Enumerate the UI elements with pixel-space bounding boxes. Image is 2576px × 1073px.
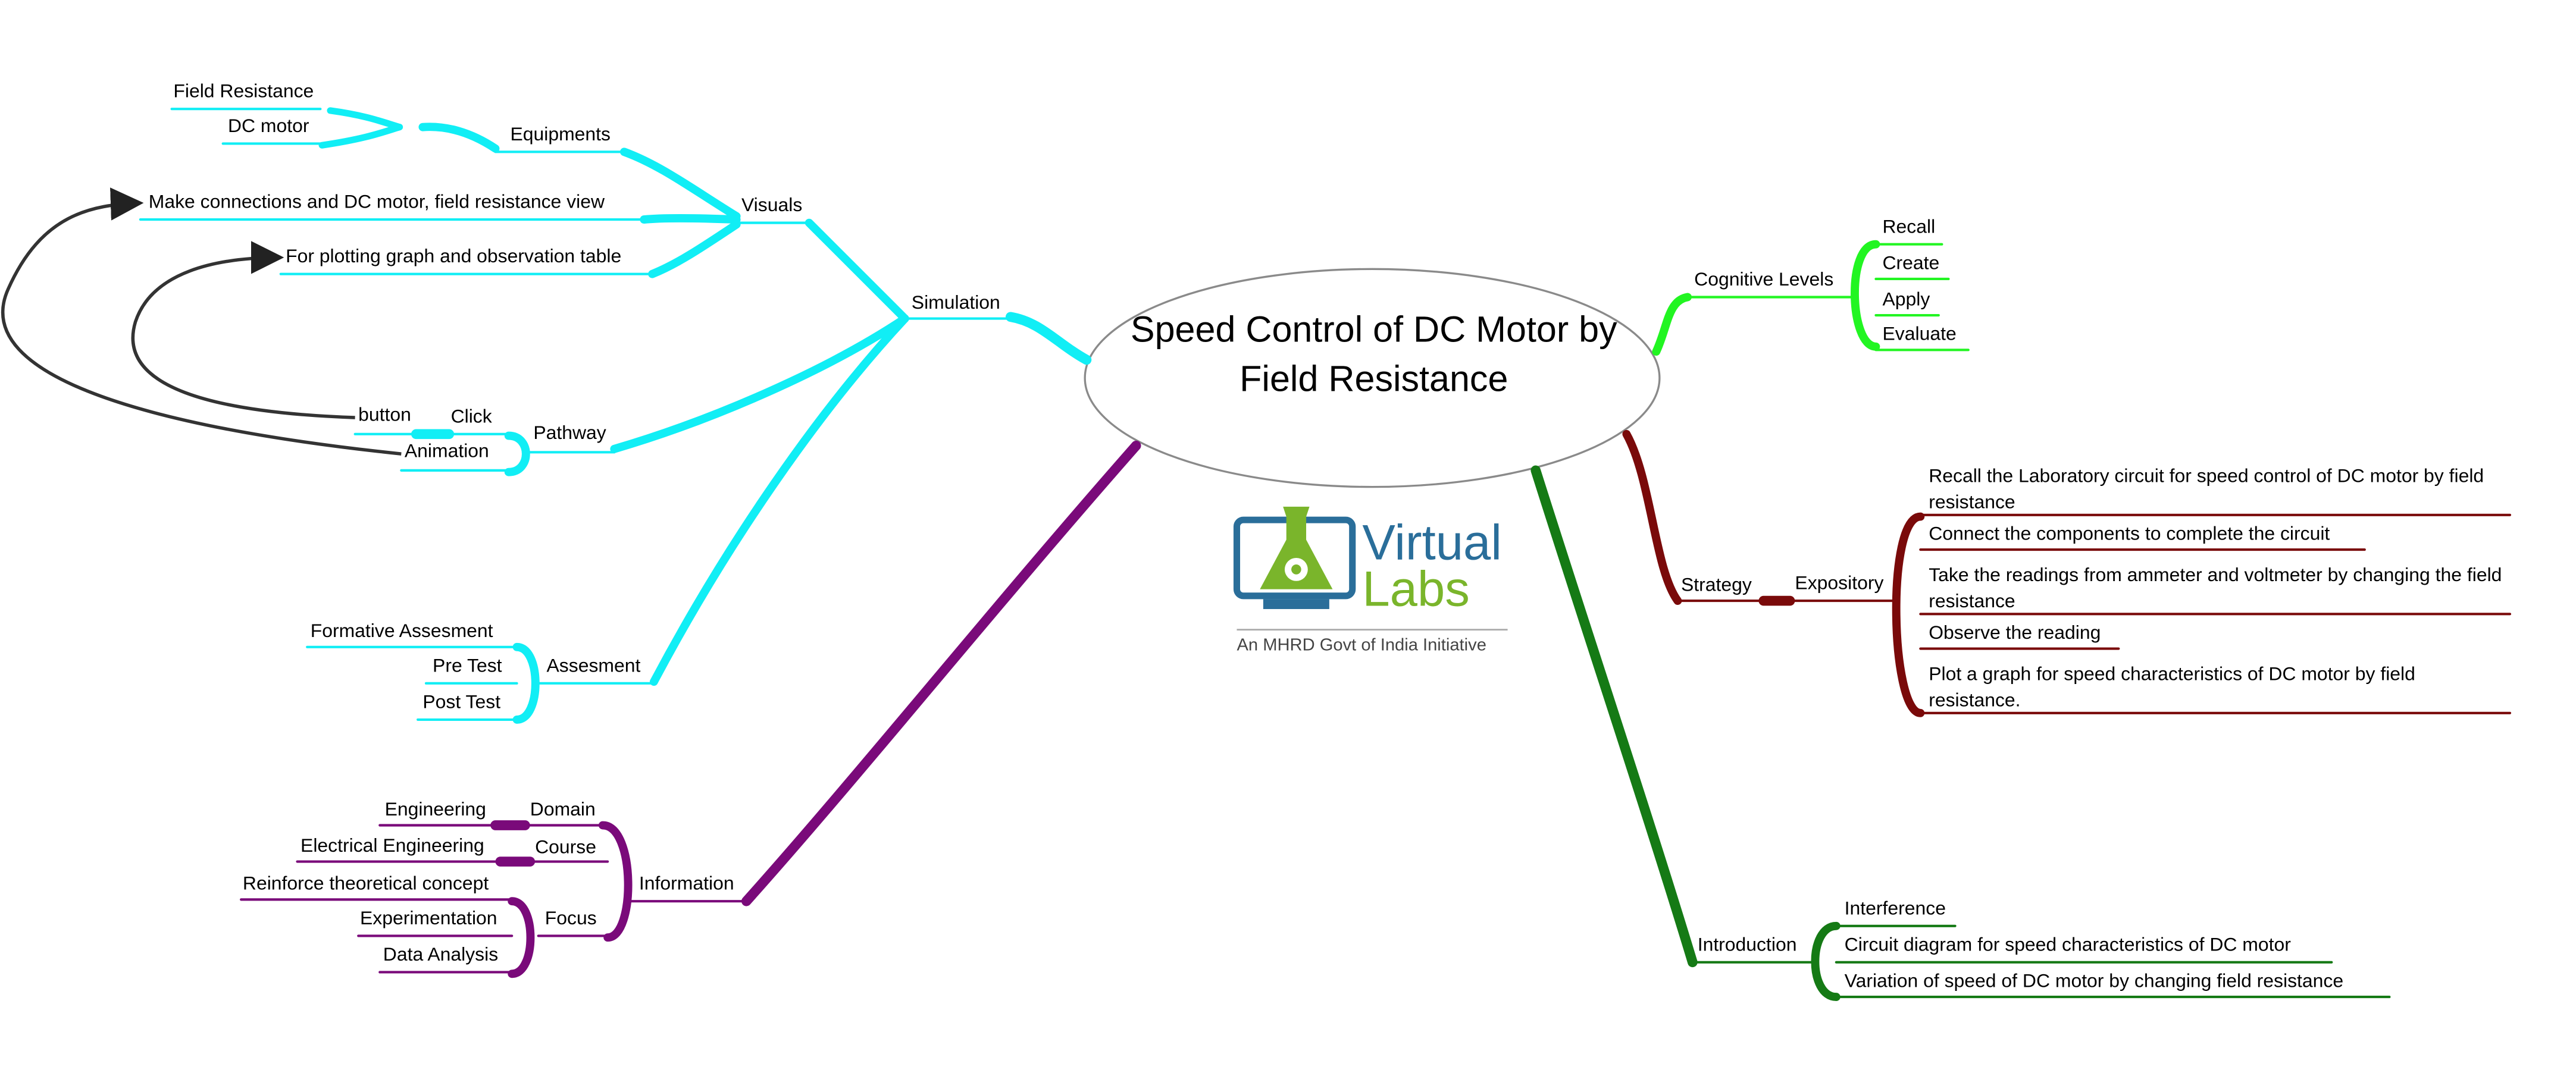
central-topic-title[interactable]: Speed Control of DC Motor by Field Resis… (1130, 308, 1617, 400)
node-expository-item-2[interactable]: Connect the components to complete the c… (1929, 525, 2330, 545)
node-data-analysis[interactable]: Data Analysis (383, 946, 499, 966)
node-evaluate[interactable]: Evaluate (1882, 325, 1957, 345)
node-expository-item-1[interactable]: Recall the Laboratory circuit for speed … (1929, 467, 2484, 514)
simulation-connectors (139, 107, 1092, 724)
node-animation[interactable]: Animation (404, 442, 489, 462)
node-button[interactable]: button (358, 406, 411, 426)
node-information[interactable]: Information (638, 874, 734, 895)
node-expository[interactable]: Expository (1795, 574, 1884, 595)
node-formative-assesment[interactable]: Formative Assesment (310, 622, 493, 642)
logo-word-labs: Labs (1362, 563, 1470, 617)
information-connectors (240, 440, 1141, 978)
node-expository-item-5[interactable]: Plot a graph for speed characteristics o… (1929, 665, 2415, 712)
node-dc-motor[interactable]: DC motor (227, 117, 309, 137)
logo-divider (1237, 629, 1508, 631)
node-make-connections[interactable]: Make connections and DC motor, field res… (148, 193, 605, 213)
node-cognitive-levels[interactable]: Cognitive Levels (1694, 271, 1834, 291)
strategy-connectors (1622, 429, 2512, 717)
cognitive-connectors (1652, 240, 1970, 356)
node-interference[interactable]: Interference (1844, 899, 1946, 920)
pathway-arrows (1, 187, 402, 456)
virtual-labs-logo: Virtual Labs An MHRD Govt of India Initi… (1230, 503, 1528, 669)
node-course[interactable]: Course (535, 838, 596, 858)
node-expository-item-4[interactable]: Observe the reading (1929, 623, 2101, 644)
node-reinforce-concept[interactable]: Reinforce theoretical concept (242, 874, 489, 895)
node-pathway[interactable]: Pathway (533, 424, 606, 444)
node-pre-test[interactable]: Pre Test (433, 657, 502, 677)
node-create[interactable]: Create (1882, 254, 1940, 274)
node-apply[interactable]: Apply (1882, 290, 1930, 310)
node-domain[interactable]: Domain (530, 800, 596, 821)
node-equipments[interactable]: Equipments (510, 125, 611, 146)
node-expository-item-3[interactable]: Take the readings from ammeter and voltm… (1929, 566, 2502, 613)
node-assesment[interactable]: Assesment (546, 657, 641, 677)
node-visuals[interactable]: Visuals (741, 196, 803, 217)
node-post-test[interactable]: Post Test (422, 693, 501, 713)
node-experimentation[interactable]: Experimentation (359, 909, 497, 930)
node-strategy[interactable]: Strategy (1680, 576, 1752, 596)
node-field-resistance[interactable]: Field Resistance (173, 82, 314, 103)
node-engineering[interactable]: Engineering (384, 800, 486, 821)
node-click[interactable]: Click (450, 407, 492, 428)
logo-word-virtual: Virtual (1362, 516, 1502, 572)
node-electrical-engineering[interactable]: Electrical Engineering (301, 836, 484, 857)
introduction-connectors (1530, 465, 2391, 1002)
node-plotting-graph[interactable]: For plotting graph and observation table (286, 247, 622, 268)
logo-tagline: An MHRD Govt of India Initiative (1237, 635, 1486, 655)
node-focus[interactable]: Focus (544, 909, 597, 930)
node-recall[interactable]: Recall (1882, 218, 1936, 238)
flask-monitor-icon (1233, 506, 1356, 609)
node-variation-speed[interactable]: Variation of speed of DC motor by changi… (1844, 972, 2344, 992)
central-topic-ellipse[interactable] (1084, 268, 1661, 488)
node-simulation[interactable]: Simulation (911, 293, 1000, 314)
node-circuit-diagram[interactable]: Circuit diagram for speed characteristic… (1844, 936, 2291, 956)
node-introduction[interactable]: Introduction (1697, 936, 1797, 956)
